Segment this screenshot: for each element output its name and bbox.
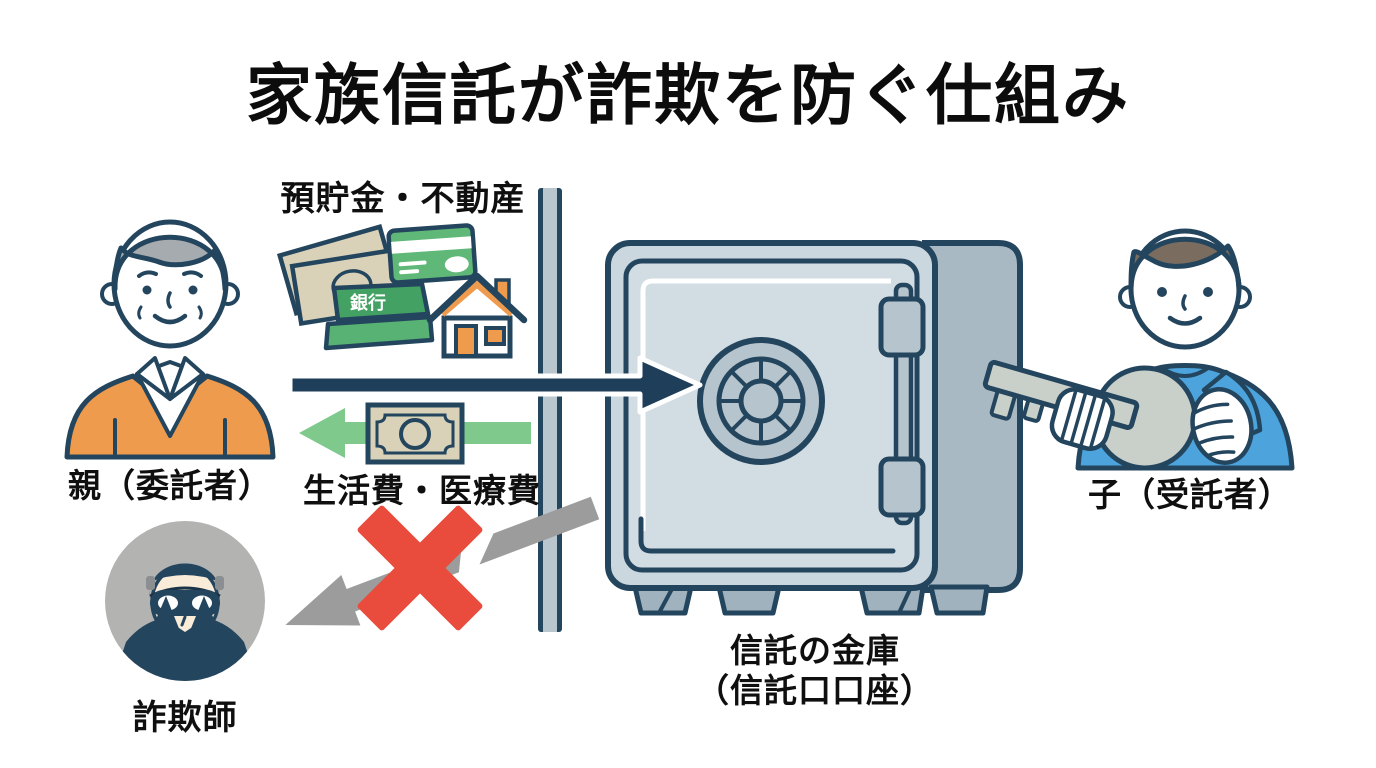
safe-label-line1: 信託の金庫 bbox=[730, 632, 900, 669]
parent-hair bbox=[112, 234, 228, 292]
banknote-icon bbox=[365, 402, 465, 465]
safe-hinge bbox=[878, 282, 926, 526]
fraudster-coat bbox=[112, 618, 258, 681]
safe-label-line2: （信託口口座） bbox=[696, 672, 934, 709]
bank-card-icon bbox=[386, 223, 478, 285]
trust-key-icon bbox=[982, 359, 1254, 471]
assets-icons: 銀行 bbox=[276, 223, 528, 359]
block-x-icon bbox=[357, 505, 483, 631]
page-title: 家族信託が詐欺を防ぐ仕組み bbox=[246, 58, 1130, 132]
protection-wall-divider bbox=[538, 188, 562, 632]
child-hand bbox=[1049, 387, 1115, 451]
assets-arrow-icon bbox=[287, 355, 703, 415]
blocked-arrow-upper-segment bbox=[479, 496, 600, 565]
fraudster-beanie bbox=[149, 563, 221, 598]
child-hair bbox=[1128, 236, 1242, 294]
fraudster-label: 詐欺師 bbox=[132, 699, 238, 737]
child-hand bbox=[1190, 387, 1254, 465]
bankbook-icon: 銀行 bbox=[323, 281, 435, 351]
parent-figure-icon bbox=[64, 219, 276, 460]
safe-feet bbox=[632, 584, 990, 616]
assets-flow-label: 預貯金・不動産 bbox=[280, 180, 526, 218]
safe-side-panel bbox=[922, 240, 1023, 593]
safe-icon bbox=[605, 240, 1023, 616]
fraudster-avatar bbox=[105, 521, 265, 681]
expenses-arrow-icon bbox=[299, 402, 531, 465]
safe-dial bbox=[697, 337, 825, 465]
expenses-flow-label: 生活費・医療費 bbox=[303, 472, 541, 509]
parent-label: 親（委託者） bbox=[68, 467, 272, 504]
bankbook-text: 銀行 bbox=[350, 292, 386, 313]
house-icon bbox=[426, 272, 528, 359]
safe-label: 信託の金庫 （信託口口座） bbox=[645, 631, 985, 711]
child-label: 子（受託者） bbox=[1088, 476, 1292, 513]
